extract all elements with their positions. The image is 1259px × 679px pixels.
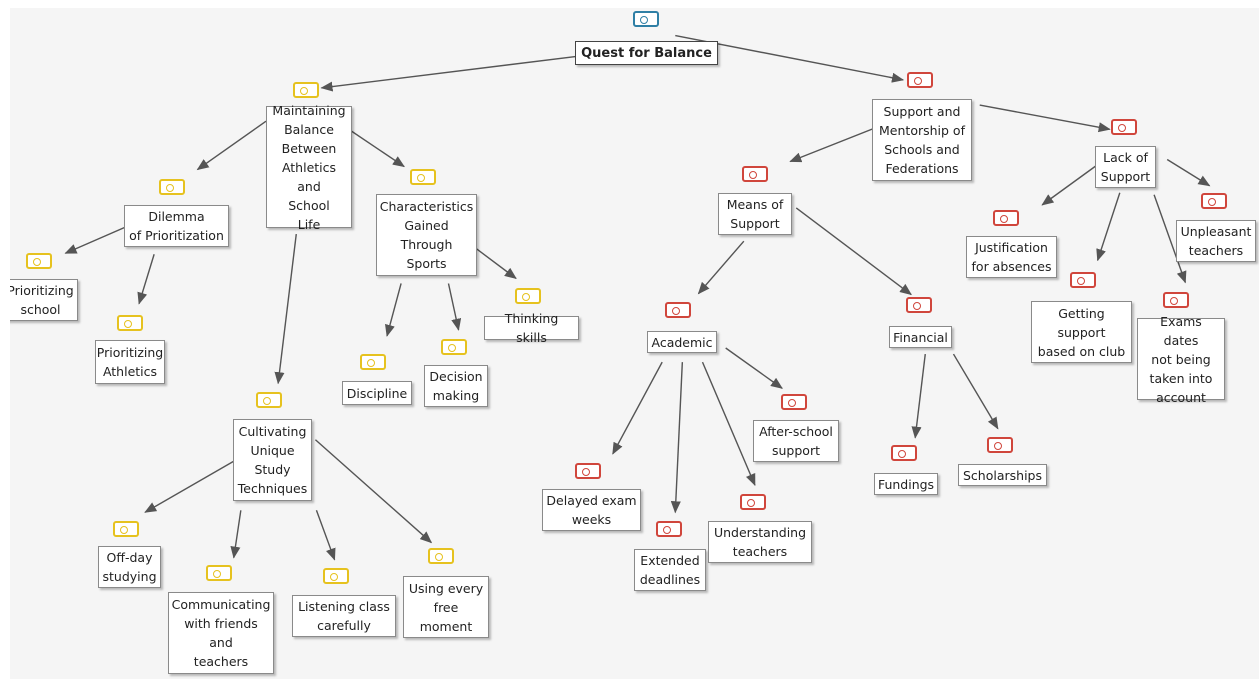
topic-justification-for-absences[interactable]: Justification for absences — [966, 236, 1057, 278]
topic-fundings[interactable]: Fundings — [874, 473, 938, 495]
maintaining-topic-icon — [293, 82, 319, 98]
justification-topic-icon — [993, 210, 1019, 226]
connector-dilemma-to-prioritizing-athletics — [137, 254, 155, 305]
lack-topic-icon — [1111, 119, 1137, 135]
connector-dilemma-to-prioritizing-school — [64, 225, 129, 254]
topic-discipline[interactable]: Discipline — [342, 381, 412, 405]
support-topic-icon — [907, 72, 933, 88]
connector-cultivating-to-communicating — [230, 510, 242, 559]
topic-thinking-skills[interactable]: Thinking skills — [484, 311, 579, 345]
topic-off-day-studying[interactable]: Off-day studying — [98, 546, 161, 588]
connector-layer — [64, 34, 1211, 561]
topic-maintaining-balance[interactable]: Maintaining Balance Between Athletics an… — [266, 103, 352, 232]
connector-cultivating-to-listening — [315, 510, 336, 561]
connector-academic-to-extended — [670, 362, 684, 514]
topic-support-and-mentorship[interactable]: Support and Mentorship of Schools and Fe… — [872, 99, 972, 181]
cultivating-topic-icon — [256, 392, 282, 408]
connector-characteristics-to-thinking-skills — [475, 247, 517, 280]
topic-decision-making[interactable]: Decision making — [424, 365, 488, 407]
connector-means-to-financial — [795, 207, 912, 296]
connector-maintaining-to-cultivating — [274, 234, 297, 385]
connector-means-to-academic — [697, 240, 745, 295]
connector-support-to-lack — [979, 104, 1111, 133]
listening-topic-icon — [323, 568, 349, 584]
connector-academic-to-after-school — [725, 347, 783, 389]
topic-extended-deadlines[interactable]: Extended deadlines — [634, 549, 706, 591]
topic-unpleasant-teachers[interactable]: Unpleasant teachers — [1176, 220, 1256, 262]
connector-root-to-maintaining — [320, 54, 583, 92]
root-topic[interactable]: Quest for Balance — [575, 41, 718, 65]
topic-lack-of-support[interactable]: Lack of Support — [1095, 146, 1156, 188]
characteristics-topic-icon — [410, 169, 436, 185]
scholarships-topic-icon — [987, 437, 1013, 453]
unpleasant-topic-icon — [1201, 193, 1227, 209]
topic-prioritizing-athletics[interactable]: Prioritizing Athletics — [95, 340, 165, 384]
prioritizing-school-topic-icon — [26, 253, 52, 269]
topic-cultivating-study-techniques[interactable]: Cultivating Unique Study Techniques — [233, 419, 312, 501]
topic-delayed-exam-weeks[interactable]: Delayed exam weeks — [542, 489, 641, 531]
connector-maintaining-to-dilemma — [196, 120, 267, 171]
connector-lack-to-unpleasant — [1166, 158, 1211, 187]
topic-dilemma-of-prioritization[interactable]: Dilemma of Prioritization — [124, 205, 229, 247]
topic-academic[interactable]: Academic — [647, 331, 717, 353]
discipline-topic-icon — [360, 354, 386, 370]
connector-support-to-means — [789, 126, 878, 163]
connector-maintaining-to-characteristics — [348, 128, 405, 168]
dilemma-topic-icon — [159, 179, 185, 195]
root-topic-icon — [633, 11, 659, 27]
getting-support-topic-icon — [1070, 272, 1096, 288]
connector-characteristics-to-discipline — [385, 283, 402, 337]
fundings-topic-icon — [891, 445, 917, 461]
means-topic-icon — [742, 166, 768, 182]
communicating-topic-icon — [206, 565, 232, 581]
topic-characteristics-gained[interactable]: Characteristics Gained Through Sports — [376, 194, 477, 276]
connector-financial-to-fundings — [911, 353, 926, 439]
topic-getting-support-based-on-club[interactable]: Getting support based on club — [1031, 301, 1132, 363]
connector-cultivating-to-off-day — [144, 458, 239, 513]
topic-scholarships[interactable]: Scholarships — [958, 464, 1047, 486]
exams-dates-topic-icon — [1163, 292, 1189, 308]
topic-prioritizing-school[interactable]: Prioritizing school — [10, 279, 78, 321]
topic-exams-dates-not-taken-into-account[interactable]: Exams dates not being taken into account — [1137, 314, 1225, 405]
topic-after-school-support[interactable]: After-school support — [753, 420, 839, 462]
connector-financial-to-scholarships — [952, 353, 999, 430]
topic-understanding-teachers[interactable]: Understanding teachers — [708, 521, 812, 563]
topic-using-free-moment[interactable]: Using every free moment — [403, 576, 489, 638]
topic-communicating[interactable]: Communicating with friends and teachers — [168, 592, 274, 674]
off-day-topic-icon — [113, 521, 139, 537]
thinking-skills-topic-icon — [515, 288, 541, 304]
topic-listening-class[interactable]: Listening class carefully — [292, 595, 396, 637]
connector-cultivating-to-free-moment — [314, 439, 433, 544]
connector-lack-to-getting-support — [1096, 192, 1121, 262]
decision-making-topic-icon — [441, 339, 467, 355]
connector-lack-to-justification — [1041, 158, 1106, 206]
understanding-topic-icon — [740, 494, 766, 510]
connector-characteristics-to-decision-making — [447, 283, 462, 331]
topic-means-of-support[interactable]: Means of Support — [718, 193, 792, 235]
connector-lack-to-exams-dates — [1153, 194, 1187, 284]
after-school-topic-icon — [781, 394, 807, 410]
topic-financial[interactable]: Financial — [889, 326, 952, 348]
connector-academic-to-delayed-exam — [612, 361, 663, 455]
financial-topic-icon — [906, 297, 932, 313]
delayed-exam-topic-icon — [575, 463, 601, 479]
academic-topic-icon — [665, 302, 691, 318]
mind-map-canvas: Quest for Balance Maintaining Balance Be… — [10, 8, 1259, 679]
prioritizing-athletics-topic-icon — [117, 315, 143, 331]
extended-topic-icon — [656, 521, 682, 537]
free-moment-topic-icon — [428, 548, 454, 564]
connector-academic-to-understanding — [701, 361, 756, 487]
